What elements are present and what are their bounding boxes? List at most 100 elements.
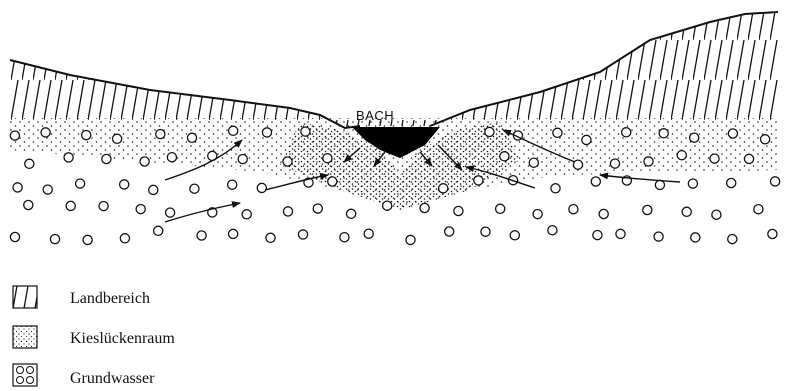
- groundwater-pebble: [24, 200, 33, 209]
- groundwater-pebble: [229, 229, 238, 238]
- groundwater-pebble: [593, 231, 602, 240]
- groundwater-pebble: [66, 201, 75, 210]
- groundwater-pebble: [283, 157, 292, 166]
- groundwater-pebble: [610, 159, 619, 168]
- groundwater-pebble: [688, 179, 697, 188]
- groundwater-pebble: [347, 209, 356, 218]
- groundwater-pebble: [257, 183, 266, 192]
- groundwater-pebble: [744, 154, 753, 163]
- groundwater-pebble: [149, 185, 158, 194]
- groundwater-pebble: [406, 235, 415, 244]
- groundwater-pebble: [728, 129, 737, 138]
- groundwater-pebble: [682, 207, 691, 216]
- groundwater-pebble: [102, 154, 111, 163]
- groundwater-pebble: [728, 235, 737, 244]
- groundwater-pebble: [496, 204, 505, 213]
- groundwater-pebble: [229, 126, 238, 135]
- groundwater-pebble: [228, 180, 237, 189]
- flow-arrow: [600, 175, 680, 182]
- groundwater-pebble: [82, 131, 91, 140]
- groundwater-pebble: [529, 158, 538, 167]
- groundwater-pebble: [569, 205, 578, 214]
- legend-label-land: Landbereich: [70, 290, 150, 307]
- groundwater-pebble: [43, 185, 52, 194]
- groundwater-pebble: [548, 226, 557, 235]
- groundwater-pebble: [140, 157, 149, 166]
- groundwater-pebble: [328, 177, 337, 186]
- groundwater-pebble: [383, 201, 392, 210]
- groundwater-pebble: [510, 231, 519, 240]
- groundwater-pebble: [190, 184, 199, 193]
- groundwater-pebble: [340, 233, 349, 242]
- groundwater-pebble: [754, 205, 763, 214]
- legend-swatch-land: [13, 286, 37, 308]
- groundwater-pebble: [481, 227, 490, 236]
- groundwater-pebble: [420, 203, 429, 212]
- groundwater-pebble: [301, 127, 310, 136]
- groundwater-pebble: [154, 226, 163, 235]
- groundwater-pebble: [167, 153, 176, 162]
- flow-arrow: [165, 203, 240, 222]
- legend-item-gravel: Kieslückenraum: [13, 326, 175, 348]
- groundwater-pebble: [238, 155, 247, 164]
- groundwater-pebble: [553, 128, 562, 137]
- groundwater-pebble: [313, 204, 322, 213]
- groundwater-pebble: [655, 180, 664, 189]
- groundwater-pebble: [551, 184, 560, 193]
- groundwater-pebble: [323, 154, 332, 163]
- groundwater-pebble: [439, 184, 448, 193]
- groundwater-pebble: [13, 183, 22, 192]
- groundwater-pebble: [599, 209, 608, 218]
- groundwater-pebble: [76, 179, 85, 188]
- legend-swatch-gravel: [13, 326, 37, 348]
- groundwater-pebble: [710, 154, 719, 163]
- groundwater-pebble: [242, 210, 251, 219]
- groundwater-pebble: [120, 234, 129, 243]
- groundwater-pebble: [99, 202, 108, 211]
- groundwater-pebble: [187, 133, 196, 142]
- groundwater-pebble: [50, 235, 59, 244]
- legend-item-land: Landbereich: [13, 286, 150, 308]
- groundwater-pebble: [120, 180, 129, 189]
- groundwater-pebble: [622, 128, 631, 137]
- groundwater-pebble: [454, 206, 463, 215]
- legend-swatch-groundwater: [13, 364, 37, 386]
- groundwater-pebble: [654, 232, 663, 241]
- groundwater-pebble: [156, 130, 165, 139]
- groundwater-pebble: [364, 229, 373, 238]
- groundwater-pebble: [445, 227, 454, 236]
- groundwater-pebble: [771, 177, 780, 186]
- groundwater-pebble: [712, 210, 721, 219]
- groundwater-pebble: [136, 205, 145, 214]
- groundwater-pebble: [659, 129, 668, 138]
- groundwater-pebble: [761, 135, 770, 144]
- groundwater-pebble: [197, 231, 206, 240]
- groundwater-pebble: [677, 151, 686, 160]
- groundwater-pebble: [616, 229, 625, 238]
- groundwater-pebble: [533, 210, 542, 219]
- stream-label: BACH: [356, 108, 394, 123]
- groundwater-pebble: [485, 127, 494, 136]
- groundwater-pebble: [691, 233, 700, 242]
- legend-item-groundwater: Grundwasser: [13, 364, 155, 387]
- groundwater-pebble: [298, 230, 307, 239]
- groundwater-pebble: [83, 235, 92, 244]
- groundwater-pebble: [644, 157, 653, 166]
- groundwater-pebble: [591, 177, 600, 186]
- groundwater-pebble: [474, 176, 483, 185]
- groundwater-pebble: [41, 128, 50, 137]
- groundwater-pebble: [64, 153, 73, 162]
- groundwater-pebble: [266, 233, 275, 242]
- groundwater-pebble: [643, 205, 652, 214]
- legend: Landbereich Kieslückenraum Grundwasser: [13, 286, 175, 387]
- groundwater-pebble: [166, 208, 175, 217]
- groundwater-pebble: [10, 232, 19, 241]
- groundwater-pebble: [25, 159, 34, 168]
- groundwater-pebble: [500, 152, 509, 161]
- groundwater-pebble: [768, 229, 777, 238]
- groundwater-pebble: [727, 178, 736, 187]
- groundwater-pebble: [10, 131, 19, 140]
- groundwater-pebble: [262, 128, 271, 137]
- groundwater-pebble: [283, 207, 292, 216]
